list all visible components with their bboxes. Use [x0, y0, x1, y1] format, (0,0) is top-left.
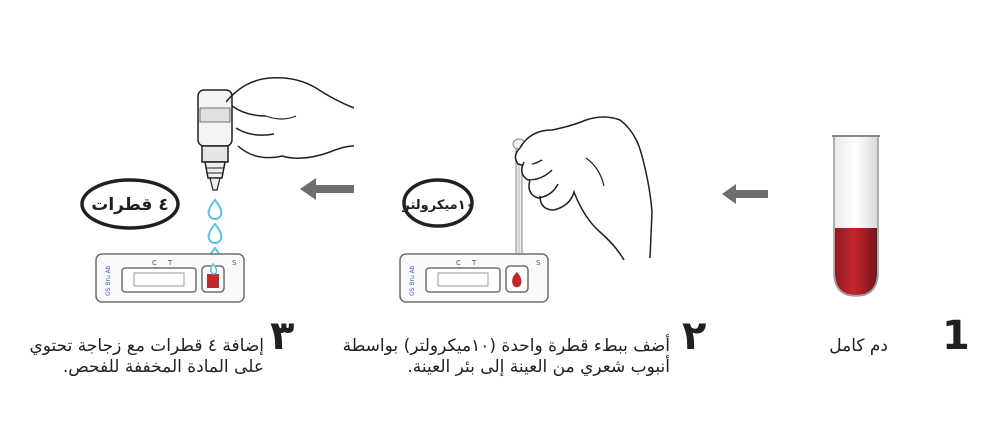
step-2-number: ٢ — [682, 313, 707, 359]
cassette-label-s: S — [536, 259, 541, 267]
drops-icon — [207, 198, 223, 269]
badge-10ul-text: ١٠ميكرولتر — [401, 198, 473, 213]
cassette-brand: GS Bru Ab — [105, 265, 112, 296]
tube-icon — [832, 135, 880, 297]
step-3-number: ٣ — [270, 313, 295, 359]
cassette-label-c: C — [152, 259, 157, 267]
step-2-caption: أضف ببطء قطرة واحدة (١٠ميكرولتر) بواسطة … — [342, 336, 670, 378]
step-1-number: 1 — [942, 313, 970, 359]
cassette-label-c: C — [456, 259, 461, 267]
hand-icon — [226, 76, 355, 159]
cassette-label-t: T — [471, 259, 477, 267]
cassette-label-t: T — [167, 259, 173, 267]
badge-icon: ٤ قطرات — [80, 178, 180, 230]
hand-icon — [514, 116, 653, 261]
test-cassette: GS Bru Ab C T S — [399, 253, 549, 303]
dropper-bottle-icon — [197, 89, 233, 191]
caption-line: أضف ببطء قطرة واحدة (١٠ميكرولتر) بواسطة — [342, 336, 670, 356]
caption-line: أنبوب شعري من العينة إلى بئر العينة. — [407, 357, 670, 377]
test-cassette: GS Bru Ab C T S — [95, 253, 245, 303]
step-3-caption: إضافة ٤ قطرات مع زجاجة تحتوي على المادة … — [14, 336, 264, 378]
badge-drops-text: ٤ قطرات — [91, 195, 169, 215]
caption-line: على المادة المخففة للفحص. — [62, 357, 264, 377]
cassette-brand: GS Bru Ab — [409, 265, 416, 296]
arrow-icon — [722, 184, 768, 204]
badge-icon: ١٠ميكرولتر — [401, 178, 474, 228]
cassette-label-s: S — [232, 259, 237, 267]
caption-line: دم كامل — [829, 336, 888, 356]
step-1-caption: دم كامل — [728, 336, 888, 357]
caption-line: إضافة ٤ قطرات مع زجاجة تحتوي — [29, 336, 264, 356]
arrow-icon — [300, 178, 354, 200]
